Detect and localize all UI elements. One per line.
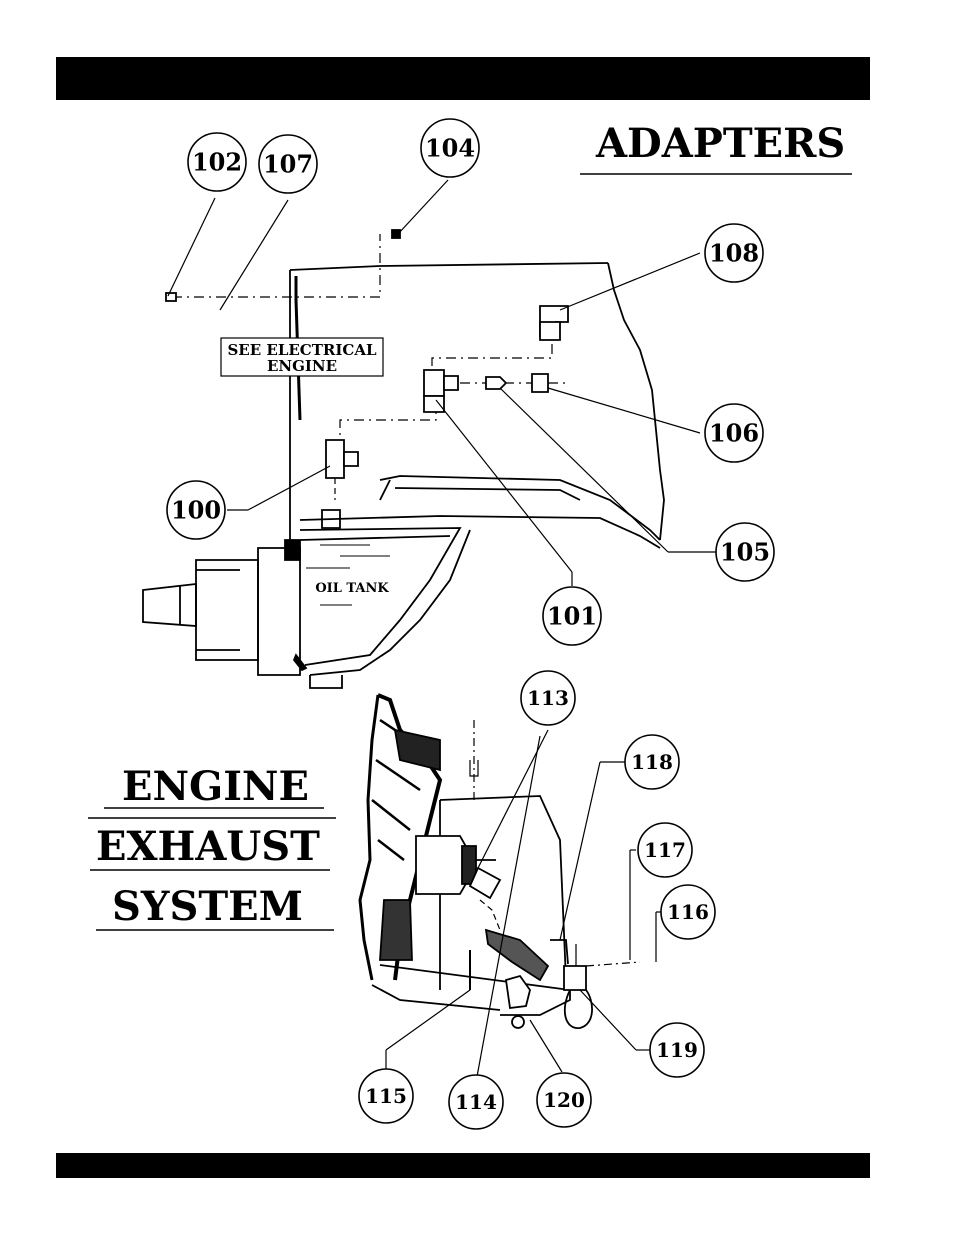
- svg-text:101: 101: [547, 602, 597, 631]
- callout-120: 120: [537, 1073, 591, 1127]
- callout-108: 108: [705, 224, 763, 282]
- svg-text:108: 108: [709, 239, 759, 268]
- engine-title-line1: ENGINE: [122, 763, 309, 810]
- svg-text:120: 120: [543, 1088, 585, 1112]
- svg-text:119: 119: [656, 1038, 698, 1062]
- svg-text:106: 106: [709, 419, 759, 448]
- engine-title-line3: SYSTEM: [112, 883, 303, 930]
- svg-text:105: 105: [720, 538, 770, 567]
- see-electrical-line2: ENGINE: [267, 357, 337, 375]
- oil-tank-label: OIL TANK: [315, 581, 389, 596]
- callout-113: 113: [521, 671, 575, 725]
- callout-100: 100: [167, 481, 225, 539]
- engine-title-line2: EXHAUST: [96, 823, 320, 870]
- callout-116: 116: [661, 885, 715, 939]
- svg-text:116: 116: [667, 900, 709, 924]
- svg-text:114: 114: [455, 1090, 497, 1114]
- adapters-title: ADAPTERS: [595, 120, 845, 167]
- callout-105: 105: [716, 523, 774, 581]
- callout-107: 107: [259, 135, 317, 193]
- callout-106: 106: [705, 404, 763, 462]
- svg-text:104: 104: [425, 134, 475, 163]
- callout-102: 102: [188, 133, 246, 191]
- svg-text:113: 113: [527, 686, 569, 710]
- callout-117: 117: [638, 823, 692, 877]
- svg-text:100: 100: [171, 496, 221, 525]
- exhaust-drawing: [360, 695, 662, 1082]
- svg-text:118: 118: [631, 750, 673, 774]
- callout-104: 104: [421, 119, 479, 177]
- callout-115: 115: [359, 1069, 413, 1123]
- callout-114: 114: [449, 1075, 503, 1129]
- callout-119: 119: [650, 1023, 704, 1077]
- svg-text:117: 117: [644, 838, 686, 862]
- callout-101: 101: [543, 587, 601, 645]
- callout-118: 118: [625, 735, 679, 789]
- svg-text:102: 102: [192, 148, 242, 177]
- svg-text:115: 115: [365, 1084, 407, 1108]
- svg-text:107: 107: [263, 150, 313, 179]
- adapters-drawing: [143, 180, 716, 688]
